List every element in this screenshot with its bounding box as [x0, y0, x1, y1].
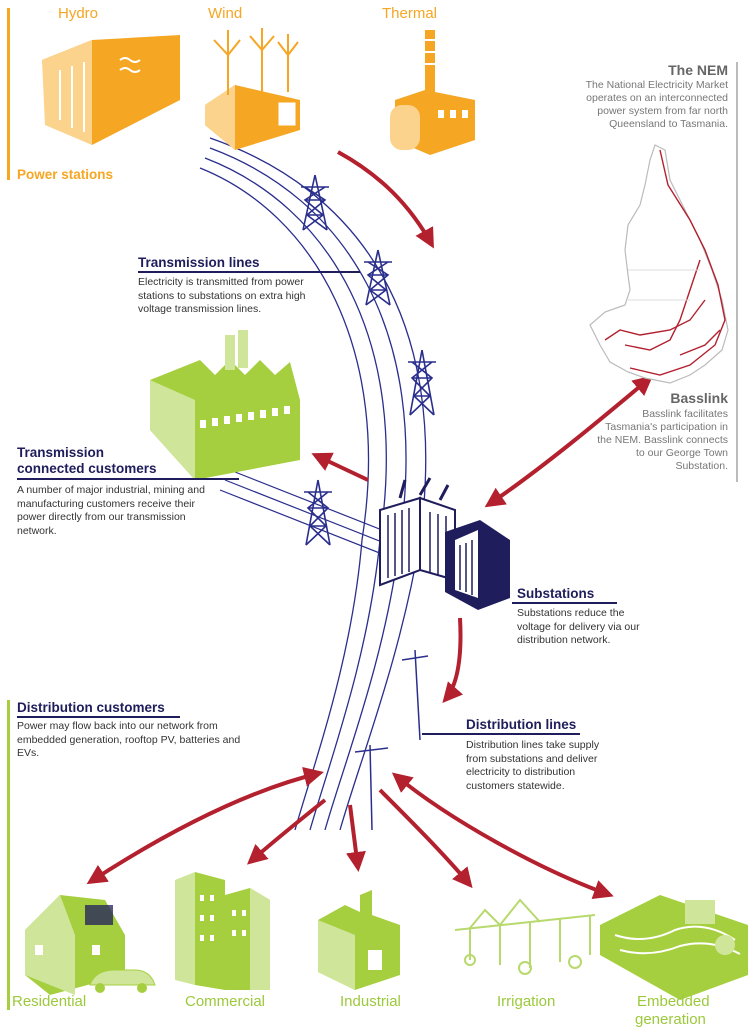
basslink-body: Basslink facilitates Tasmania's particip… [597, 408, 728, 472]
thermal-label: Thermal [382, 5, 438, 22]
substations-title: Substations [517, 586, 595, 601]
hydro-station-icon [42, 35, 180, 145]
distribution-customers-underline [17, 716, 180, 718]
substations-body: Substations reduce the voltage for deliv… [517, 607, 640, 646]
substations-underline [512, 602, 617, 604]
irrigation-icon [454, 898, 596, 975]
distribution-lines-underline [422, 733, 580, 735]
residential-label: Residential [12, 993, 87, 1010]
thermal-station-icon [390, 30, 475, 155]
embedded-generation-label-line2: generation [635, 1011, 706, 1028]
industrial-icon [318, 890, 400, 990]
distribution-lines-body: Distribution lines take supply from subs… [466, 739, 600, 792]
embedded-generation-icon [600, 895, 748, 1000]
power-stations-label: Power stations [17, 167, 114, 182]
distribution-pole-icon [354, 649, 429, 831]
substation-icon [379, 477, 510, 610]
transmission-tower-icon [301, 174, 436, 546]
wind-label: Wind [208, 5, 243, 22]
irrigation-label: Irrigation [497, 993, 556, 1010]
commercial-label: Commercial [185, 993, 266, 1010]
transmission-customers-underline [17, 478, 239, 480]
distribution-customers-body: Power may flow back into our network fro… [17, 720, 241, 759]
distribution-accent-bar [7, 700, 10, 1010]
nem-accent-bar [736, 62, 738, 482]
nem-body: The National Electricity Market operates… [585, 79, 728, 130]
factory-icon [150, 330, 300, 480]
hydro-label: Hydro [58, 5, 99, 22]
basslink-title: Basslink [670, 390, 728, 406]
transmission-lines-title: Transmission lines [138, 255, 260, 270]
transmission-customers-title-line1: Transmission [17, 445, 105, 460]
transmission-lines-body: Electricity is transmitted from power st… [138, 276, 306, 315]
distribution-lines-title: Distribution lines [466, 717, 577, 732]
wind-farm-icon [205, 28, 300, 150]
flow-arrows [86, 150, 654, 900]
nem-map-icon [589, 144, 729, 384]
nem-title: The NEM [668, 62, 728, 78]
embedded-generation-label-line1: Embedded [637, 993, 710, 1010]
residential-icon [25, 895, 156, 995]
transmission-customers-title-line2: connected customers [17, 461, 157, 476]
transmission-customers-body: A number of major industrial, mining and… [17, 484, 205, 537]
commercial-icon [175, 872, 270, 990]
industrial-label: Industrial [340, 993, 401, 1010]
transmission-lines-underline [138, 271, 360, 273]
distribution-customers-title: Distribution customers [17, 700, 165, 715]
power-stations-accent-bar [7, 8, 10, 180]
